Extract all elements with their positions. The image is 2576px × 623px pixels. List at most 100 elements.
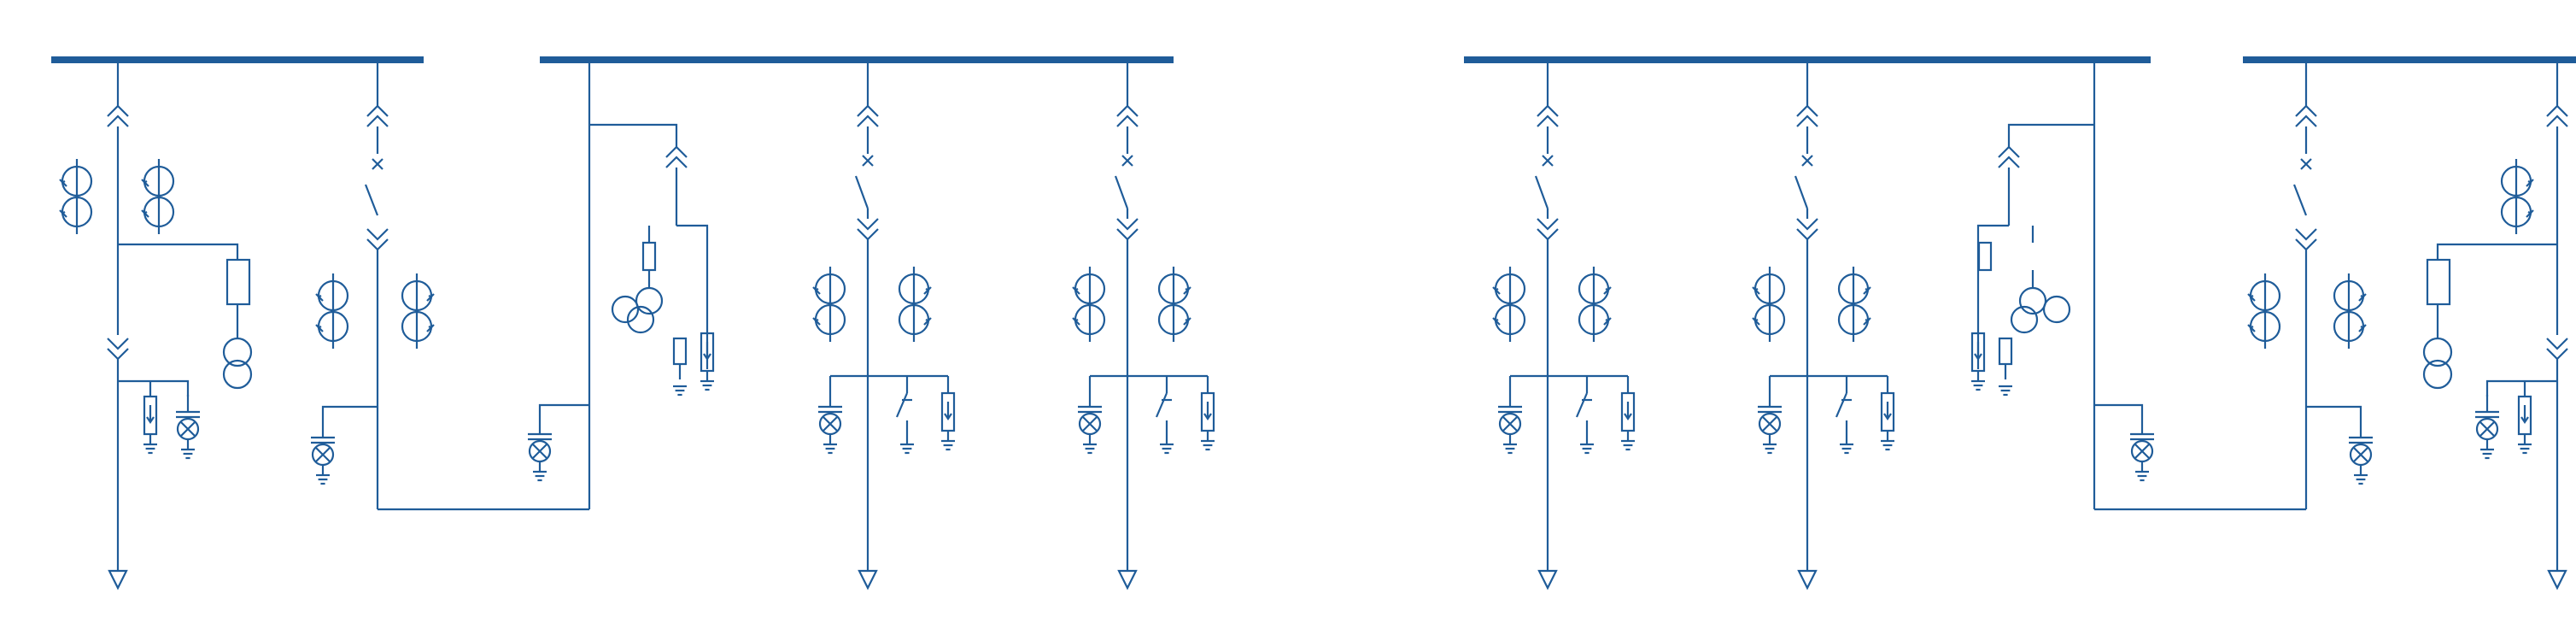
pt-cubicle-1-vt-coil-b <box>626 305 655 334</box>
feeder-d-load-arrow <box>1797 569 1818 590</box>
incomer-2-vt-fuse <box>2426 258 2451 306</box>
pt-cubicle-1-fuse <box>641 241 657 272</box>
pt-cubicle-1-ground <box>671 385 688 397</box>
incomer-2-vt-coil-b <box>2422 359 2453 390</box>
feeder-c-ct-left <box>1491 265 1526 344</box>
incomer-1-load-arrow <box>108 569 128 590</box>
incomer-1-vt-fuse <box>225 258 251 306</box>
coupler-1-indicator-lamp <box>311 420 335 484</box>
feeder-a-ct-right <box>898 265 933 344</box>
pt-cubicle-1-vt-coil-a <box>635 286 664 315</box>
incomer-2-ct-left <box>2500 157 2535 236</box>
incomer-2-vt-coil-a <box>2422 337 2453 367</box>
feeder-d-breaker-blade <box>1794 175 1809 209</box>
feeder-d-ct-left <box>1751 265 1786 344</box>
feeder-c-indicator-lamp <box>1498 390 1522 453</box>
feeder-d-indicator-lamp <box>1758 390 1782 453</box>
coupler-1-plug-lower <box>366 227 389 251</box>
coupler-2-lamp-tap <box>2306 405 2362 420</box>
incomer-1-plug-lower <box>106 337 130 361</box>
pt-cubicle-1-plug <box>664 145 688 169</box>
coupler-1-ct-left <box>314 272 349 350</box>
incomer-1-ct-right <box>140 157 175 236</box>
incomer-1-vt-tap <box>118 243 239 260</box>
incomer-1-ct-left <box>58 157 93 236</box>
incomer-2-aux-bar <box>2485 379 2557 397</box>
feeder-a-ct-left <box>811 265 846 344</box>
coupler-2-ct-left <box>2246 272 2281 350</box>
coupler-1-breaker-blade <box>364 184 379 216</box>
pt-cubicle-1-tap <box>589 123 678 147</box>
coupler-2-plug-lower <box>2294 227 2318 251</box>
feeder-a-disc-b <box>862 155 874 167</box>
incomer-2-indicator-lamp <box>2475 395 2499 458</box>
incomer-1-indicator-lamp <box>176 395 200 458</box>
feeder-c-disc-b <box>1542 155 1554 167</box>
feeder-b-surge-arrester <box>1201 393 1215 450</box>
incomer-2-load-arrow <box>2547 569 2567 590</box>
incomer-1-surge-arrester <box>143 397 157 453</box>
coupler-2-breaker-blade <box>2292 184 2308 216</box>
coupler-2-indicator-lamp <box>2349 420 2373 484</box>
feeder-c-breaker-blade <box>1534 175 1549 209</box>
feeder-a-breaker-blade <box>854 175 869 209</box>
feeder-d-plug-lower <box>1795 217 1819 241</box>
feeder-c-ct-right <box>1578 265 1613 344</box>
feeder-d-earth-switch <box>1836 376 1853 453</box>
pt-cubicle-1-damping-resistor <box>672 337 688 366</box>
pt-cubicle-2-vt-coil-c <box>2042 295 2071 324</box>
feeder-a-plug-upper <box>856 104 880 128</box>
feeder-b-earth-switch <box>1156 376 1174 453</box>
pt-cubicle-2-ground <box>1997 385 2014 397</box>
feeder-c-surge-arrester <box>1621 393 1635 450</box>
pt-cubicle-2-plug <box>1997 145 2021 169</box>
pt-cubicle-2-fuse <box>1977 241 1993 272</box>
pt-cubicle-2-vt-coil-b <box>2010 305 2039 334</box>
feeder-b-disc-b <box>1121 155 1133 167</box>
feeder-a-plug-lower <box>856 217 880 241</box>
feeder-c-earth-switch <box>1577 376 1594 453</box>
feeder-a-surge-arrester <box>941 393 955 450</box>
coupler-2-riser-indicator-lamp <box>2130 417 2154 480</box>
coupler-1-ct-right <box>401 272 436 350</box>
incomer-1-plug-upper <box>106 104 130 128</box>
pt-cubicle-2-tap <box>2007 123 2094 147</box>
coupler-1-riser-lamp-tap <box>538 403 589 417</box>
pt-cubicle-2-damping-resistor <box>1998 337 2013 366</box>
feeder-b-plug-lower <box>1115 217 1139 241</box>
feeder-a-load-arrow <box>858 569 878 590</box>
incomer-1-vt-coil-b <box>222 359 253 390</box>
feeder-d-surge-arrester <box>1881 393 1894 450</box>
coupler-2-riser-lamp-tap <box>2094 403 2144 417</box>
feeder-d-disc-b <box>1801 155 1813 167</box>
feeder-b-plug-upper <box>1115 104 1139 128</box>
coupler-1-plug-upper <box>366 104 389 128</box>
coupler-2-disc-b <box>2300 158 2312 170</box>
coupler-2-ct-right <box>2333 272 2368 350</box>
incomer-2-surge-arrester <box>2518 397 2532 453</box>
feeder-b-ct-right <box>1157 265 1192 344</box>
incomer-2-plug-lower <box>2545 337 2569 361</box>
coupler-1-lamp-tap <box>321 405 378 420</box>
feeder-b-ct-left <box>1071 265 1106 344</box>
pt-cubicle-2-side-bus <box>1976 224 2009 333</box>
pt-cubicle-1-side-bus <box>676 224 709 333</box>
feeder-a-indicator-lamp <box>818 390 842 453</box>
pt-cubicle-1-vt-coil-c <box>611 295 640 324</box>
pt-cubicle-2-vt-coil-a <box>2018 286 2047 315</box>
coupler-1-riser-indicator-lamp <box>528 417 552 480</box>
feeder-c-plug-upper <box>1536 104 1560 128</box>
coupler-1-disc-b <box>372 158 383 170</box>
coupler-2-plug-upper <box>2294 104 2318 128</box>
feeder-d-plug-upper <box>1795 104 1819 128</box>
feeder-a-earth-switch <box>897 376 914 453</box>
incomer-1-vt-coil-a <box>222 337 253 367</box>
feeder-c-plug-lower <box>1536 217 1560 241</box>
feeder-d-ct-right <box>1837 265 1872 344</box>
feeder-c-load-arrow <box>1537 569 1558 590</box>
feeder-b-load-arrow <box>1117 569 1138 590</box>
feeder-b-indicator-lamp <box>1078 390 1102 453</box>
incomer-2-vt-tap <box>2436 243 2557 260</box>
